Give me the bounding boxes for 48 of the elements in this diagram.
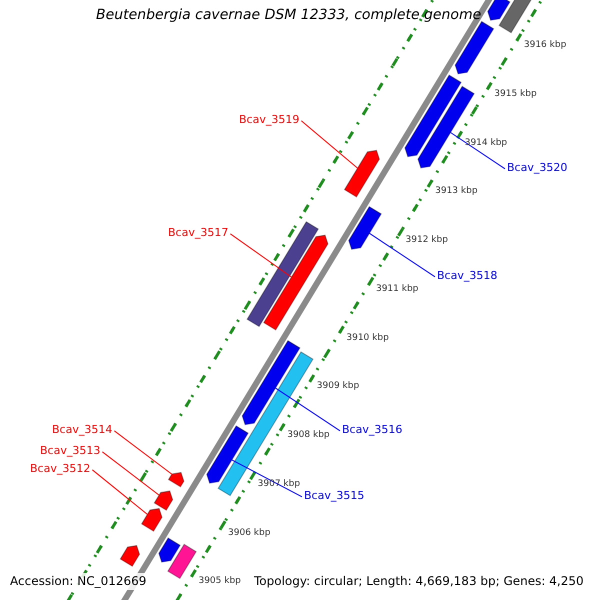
gene-label: Bcav_3518	[437, 269, 498, 282]
gene-block	[242, 340, 301, 426]
gene-block	[168, 472, 184, 488]
leader-line	[300, 120, 358, 169]
tick-label: 3907 kbp	[258, 478, 300, 490]
gene-block	[404, 74, 462, 158]
tick-label: 3910 kbp	[346, 332, 389, 344]
gene-label: Bcav_3513	[40, 444, 100, 457]
gene-block	[344, 150, 380, 198]
feature-block	[167, 544, 197, 580]
gene-label: Bcav_3517	[168, 226, 228, 239]
leader-line	[114, 430, 172, 475]
gene-label: Bcav_3519	[239, 113, 300, 126]
genome-summary: Topology: circular; Length: 4,669,183 bp; Genes: 4,250	[252, 573, 586, 590]
tick-label: 3916 kbp	[524, 40, 566, 52]
gene-block	[348, 206, 382, 250]
leader-line	[275, 388, 340, 432]
gene-block	[154, 490, 174, 511]
tick-label: 3915 kbp	[494, 89, 537, 100]
feature-block	[246, 221, 319, 328]
leader-line	[102, 451, 160, 496]
gene-block	[454, 20, 494, 74]
gene-block	[487, 0, 511, 21]
gene-label: Bcav_3520	[507, 161, 568, 174]
tick-label: 3905 kbp	[198, 576, 241, 588]
leader-line	[450, 132, 506, 170]
leader-line	[368, 232, 436, 278]
gene-block	[120, 544, 140, 567]
gene-label: Bcav_3515	[304, 489, 364, 502]
gene-block	[206, 425, 249, 484]
leader-line	[231, 459, 302, 498]
tick-label: 3911 kbp	[376, 284, 418, 295]
gene-label: Bcav_3512	[30, 462, 90, 475]
tick-label: 3913 kbp	[435, 186, 478, 198]
tick-label: 3912 kbp	[406, 235, 448, 246]
leader-line	[92, 469, 148, 515]
gene-block	[158, 537, 181, 563]
title: Beutenbergia cavernae DSM 12333, complete genome	[96, 7, 482, 23]
gene-label: Bcav_3514	[52, 423, 112, 436]
tick-label: 3914 kbp	[464, 138, 508, 149]
gene-block	[140, 508, 163, 532]
leader-line	[230, 233, 292, 278]
gene-block	[263, 234, 328, 331]
accession-text: Accession: NC_012669	[8, 573, 148, 590]
tick-label: 3906 kbp	[228, 528, 270, 539]
tick-label: 3909 kbp	[316, 381, 360, 392]
gene-label: Bcav_3516	[342, 423, 402, 436]
tick-label: 3908 kbp	[287, 430, 330, 442]
